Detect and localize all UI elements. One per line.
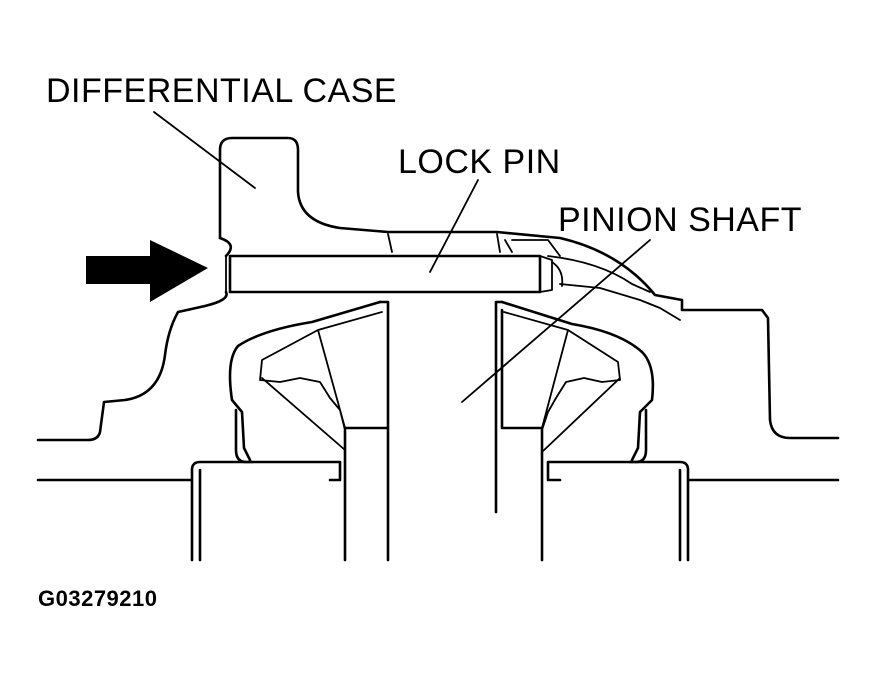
right-pinion-assembly: [494, 300, 690, 562]
right-lower-bearing: [546, 460, 690, 562]
right-gear-teeth: [503, 311, 621, 453]
lock-pin-tip: [539, 255, 553, 293]
left-pinion-assembly: [190, 300, 390, 562]
right-shaft-stub: [494, 300, 544, 562]
right-gear-outer: [500, 300, 655, 462]
label-pinion-shaft: PINION SHAFT: [558, 201, 803, 239]
arrow-right-icon: [86, 240, 208, 302]
leader-pinion-shaft: [461, 239, 651, 403]
leader-lines: [153, 111, 651, 403]
case-right-step: [559, 283, 681, 321]
leader-differential-case: [153, 111, 256, 189]
lock-pin-body: [228, 254, 542, 294]
differential-case-outline: [36, 136, 840, 482]
lock-pin: [225, 254, 564, 294]
case-upper-left-boss: [218, 136, 840, 440]
lock-pin-hole-edge: [225, 255, 564, 293]
left-gear-outer: [228, 300, 382, 462]
leader-lock-pin: [429, 179, 479, 273]
case-top-rib: [387, 233, 561, 257]
left-gear-teeth: [259, 311, 383, 451]
case-right-slope: [547, 255, 651, 293]
left-lower-bearing: [190, 460, 342, 562]
label-differential-case: DIFFERENTIAL CASE: [46, 72, 398, 110]
left-shaft-stub: [343, 300, 390, 562]
label-lock-pin: LOCK PIN: [398, 143, 561, 181]
figure-id: G03279210: [38, 586, 158, 611]
case-left-wall: [36, 236, 233, 442]
